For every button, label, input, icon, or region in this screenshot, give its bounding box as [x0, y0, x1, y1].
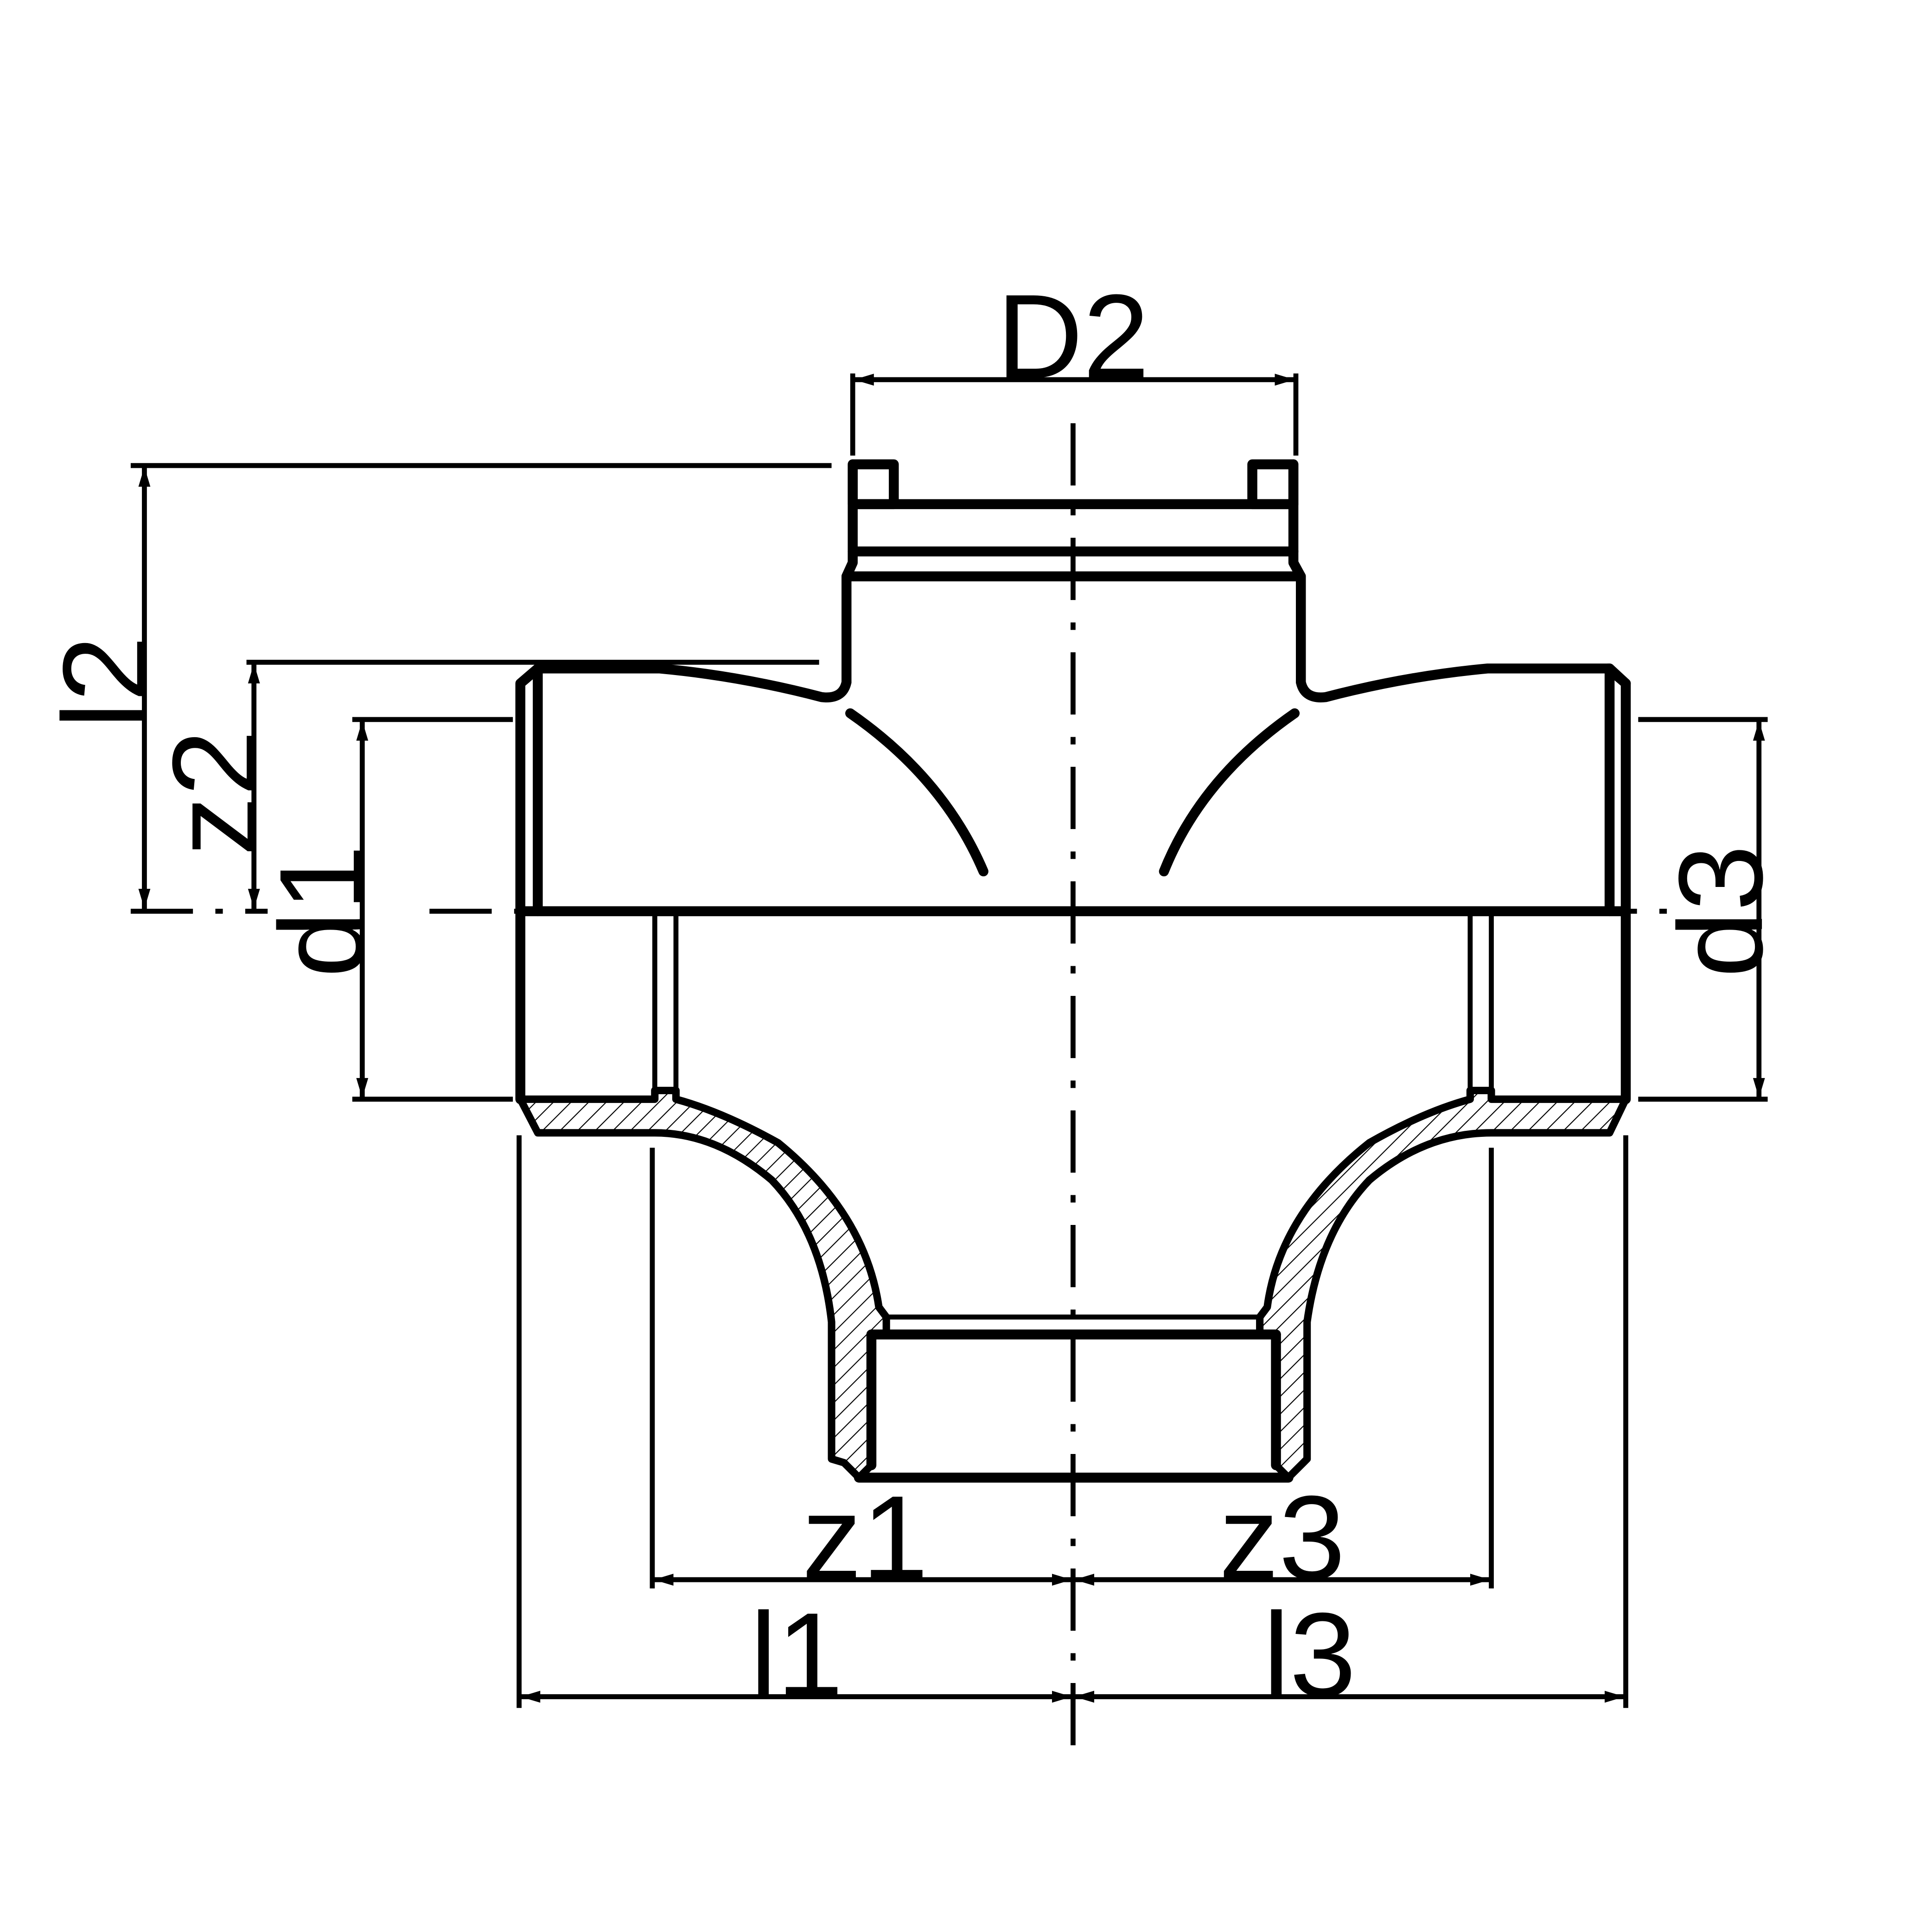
lower-section-view: [515, 906, 1631, 1483]
top-socket-lug-left: [848, 459, 899, 510]
intersection-curve-right: [1159, 708, 1300, 877]
label-l3: l3: [1263, 1588, 1356, 1722]
label-z3: z3: [1219, 1471, 1345, 1604]
top-socket-lug-right: [1247, 459, 1299, 510]
intersection-curve-left: [845, 708, 988, 877]
label-D2: D2: [997, 270, 1150, 403]
label-d3: d3: [1654, 845, 1787, 978]
section-wall-right: [1256, 1086, 1630, 1482]
label-l2: l2: [38, 636, 172, 729]
label-z2: z2: [147, 730, 281, 856]
label-z1: z1: [802, 1471, 928, 1604]
section-wall-left: [516, 1086, 890, 1482]
label-d1: d1: [255, 845, 388, 978]
upper-exterior-view: [515, 459, 1631, 917]
dimensions: D2 l2 z2 d1 d3 z1 z3 l1 l3: [38, 270, 1787, 1722]
label-l1: l1: [750, 1588, 843, 1722]
